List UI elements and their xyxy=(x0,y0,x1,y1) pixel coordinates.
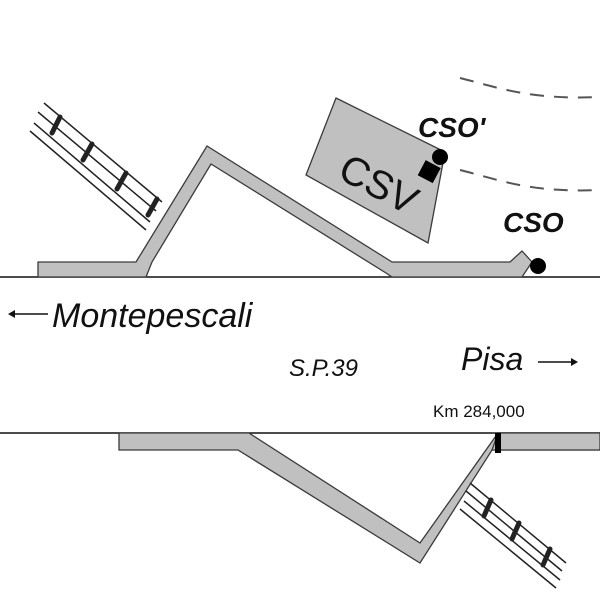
pisa-direction: Pisa xyxy=(461,341,578,377)
montepescali-direction: Montepescali xyxy=(8,297,254,335)
csv-block: CSV xyxy=(305,97,446,245)
km-marker-post xyxy=(495,433,501,453)
road-name-label: S.P.39 xyxy=(289,355,358,382)
dashed-curve-lower xyxy=(459,169,600,192)
cso-label: CSO xyxy=(503,207,564,238)
south-ramp-right-platform xyxy=(491,432,600,451)
dashed-curve-upper xyxy=(459,77,600,99)
south-ramp xyxy=(118,432,600,564)
north-ramp xyxy=(37,145,533,278)
cso-dot xyxy=(530,258,546,274)
km-marker-label: Km 284,000 xyxy=(433,402,525,421)
cso-prime-label: CSO' xyxy=(418,112,487,143)
cso-prime-square xyxy=(417,160,441,184)
railway-track-northwest xyxy=(29,102,163,231)
montepescali-label: Montepescali xyxy=(52,297,254,335)
railway-track-southeast xyxy=(459,482,567,589)
cso-prime-dot xyxy=(432,149,448,165)
pisa-label: Pisa xyxy=(461,341,523,377)
